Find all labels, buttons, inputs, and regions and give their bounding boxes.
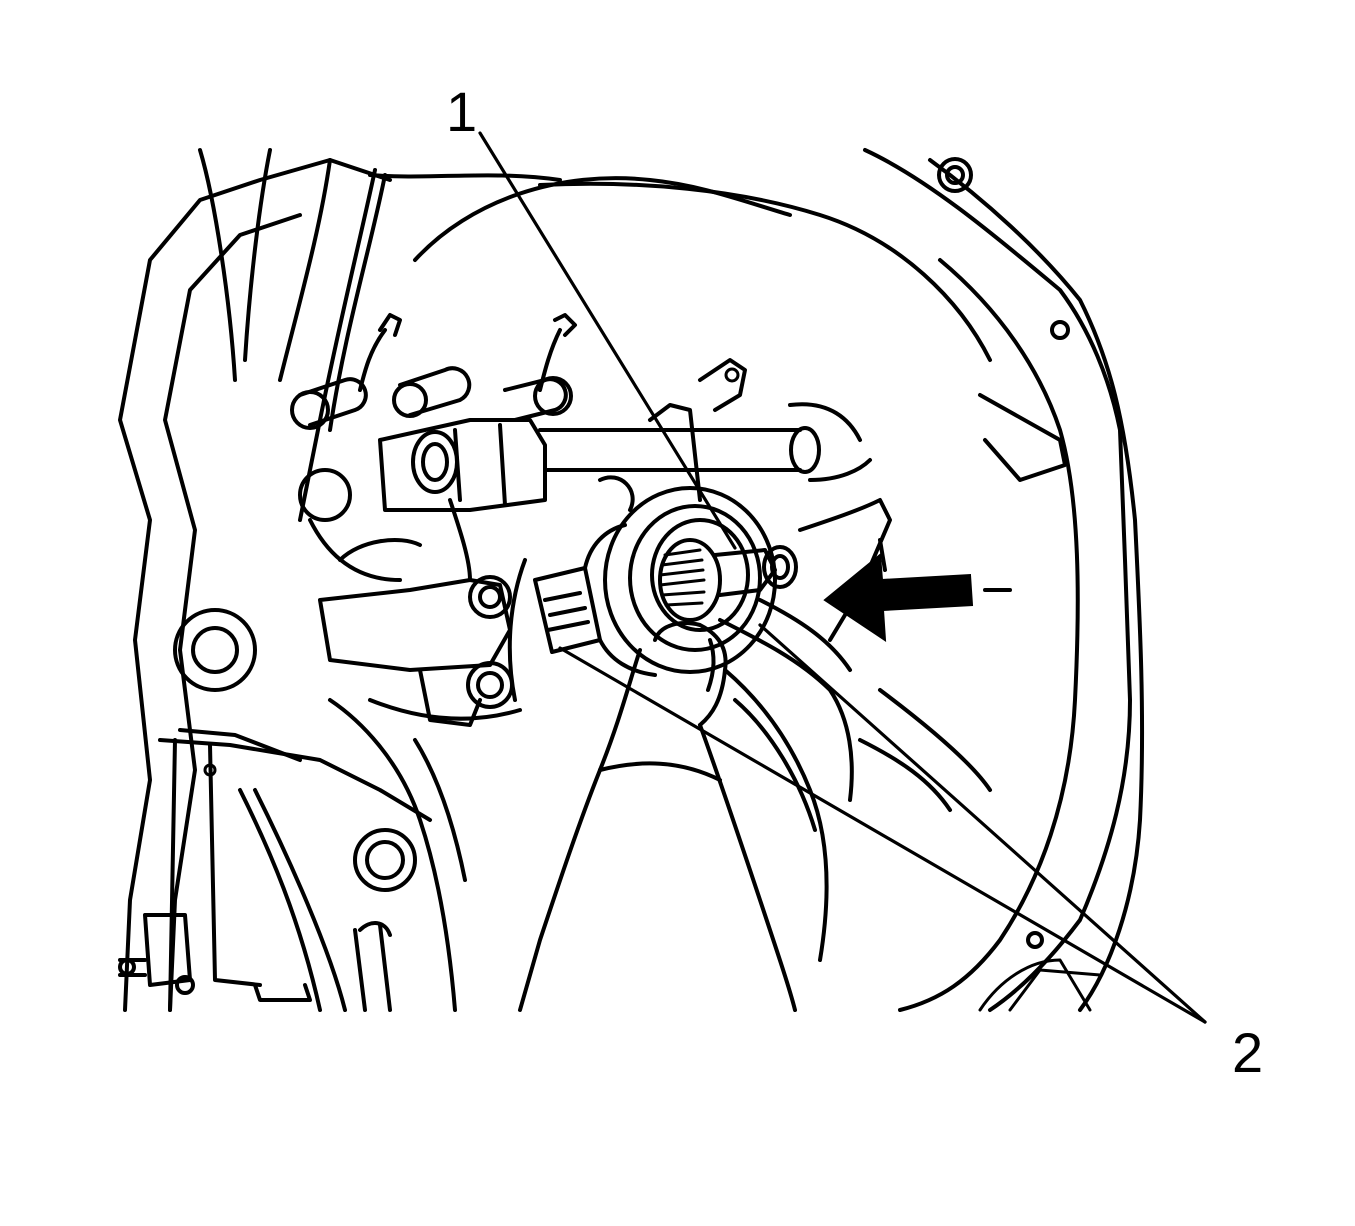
case-left (118, 148, 467, 1012)
callout-label-1: 1 (446, 80, 478, 143)
arrow-left-icon (823, 553, 1012, 642)
callout-label-2: 2 (1232, 1021, 1264, 1084)
hand-silhouette (518, 621, 829, 1012)
shift-mechanism (290, 313, 872, 727)
bell-housing (118, 148, 1145, 1012)
input-shaft-seal (533, 486, 992, 812)
leader-lines (478, 131, 1207, 1024)
